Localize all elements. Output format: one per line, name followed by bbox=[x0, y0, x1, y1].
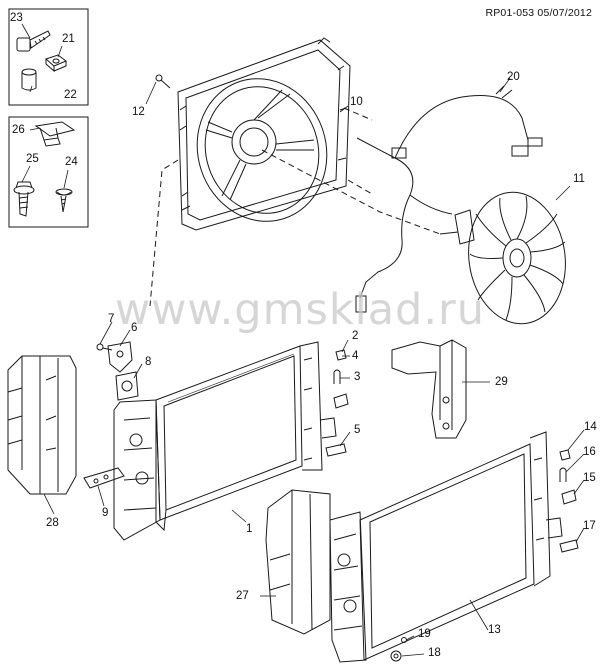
callout-21: 21 bbox=[62, 33, 75, 45]
callout-14: 14 bbox=[584, 421, 597, 433]
air-deflector-27 bbox=[265, 489, 331, 635]
nut-21 bbox=[45, 54, 67, 73]
bracket-8 bbox=[115, 371, 139, 401]
fitting-5 bbox=[325, 443, 347, 457]
callout-29: 29 bbox=[495, 376, 508, 388]
callout-25: 25 bbox=[26, 153, 39, 165]
callout-1: 1 bbox=[246, 523, 253, 535]
callout-22: 22 bbox=[64, 89, 77, 101]
callout-24: 24 bbox=[65, 156, 78, 168]
fastener-inset-box-top bbox=[8, 8, 89, 106]
plug-2 bbox=[335, 349, 347, 361]
callout-12: 12 bbox=[132, 106, 145, 118]
callout-20: 20 bbox=[507, 71, 520, 83]
callout-8: 8 bbox=[145, 356, 152, 368]
callout-28: 28 bbox=[46, 517, 59, 529]
wiring-harness-20 bbox=[355, 85, 543, 313]
callout-2: 2 bbox=[352, 330, 359, 342]
fan-shroud-10 bbox=[177, 37, 351, 231]
bolt-25 bbox=[13, 181, 35, 217]
mount-9 bbox=[83, 467, 125, 489]
callout-9: 9 bbox=[102, 507, 109, 519]
callout-18: 18 bbox=[428, 647, 441, 659]
air-deflector-28 bbox=[7, 355, 77, 495]
hose-clip-3 bbox=[333, 369, 341, 384]
callout-10: 10 bbox=[350, 96, 363, 108]
fastener-inset-box-bottom bbox=[8, 116, 89, 228]
callout-11: 11 bbox=[573, 173, 585, 185]
callout-17: 17 bbox=[583, 520, 596, 532]
callout-27: 27 bbox=[236, 590, 249, 602]
spacer-22 bbox=[21, 68, 37, 91]
bracket-29 bbox=[391, 339, 467, 439]
callout-13: 13 bbox=[488, 624, 501, 636]
callout-23: 23 bbox=[10, 12, 23, 24]
assembly-lines bbox=[149, 107, 441, 307]
radiator-1 bbox=[113, 341, 337, 541]
callout-7: 7 bbox=[108, 313, 115, 325]
bolt-12 bbox=[155, 74, 171, 89]
callout-5: 5 bbox=[354, 424, 361, 436]
cooling-fan-11 bbox=[439, 191, 566, 325]
clip-26 bbox=[34, 121, 76, 147]
callout-4: 4 bbox=[352, 350, 359, 362]
clip-15 bbox=[561, 489, 577, 505]
radiator-13 bbox=[329, 431, 563, 663]
callout-6: 6 bbox=[131, 322, 138, 334]
fitting-17 bbox=[559, 539, 579, 553]
callout-15: 15 bbox=[583, 472, 596, 484]
clip-4 bbox=[333, 393, 349, 409]
reference-code: RP01-053 05/07/2012 bbox=[485, 7, 592, 19]
bolt-23 bbox=[16, 30, 51, 52]
callout-3: 3 bbox=[354, 371, 361, 383]
leader-lines bbox=[21, 23, 585, 657]
hose-clip-16 bbox=[559, 467, 567, 482]
plug-14 bbox=[559, 449, 571, 461]
bolt-7 bbox=[96, 343, 113, 351]
drain-plug-18 bbox=[390, 650, 402, 662]
callout-16: 16 bbox=[583, 446, 596, 458]
callout-19: 19 bbox=[418, 628, 431, 640]
callout-26: 26 bbox=[12, 124, 25, 136]
bracket-6 bbox=[107, 341, 133, 373]
screw-24 bbox=[55, 188, 73, 213]
